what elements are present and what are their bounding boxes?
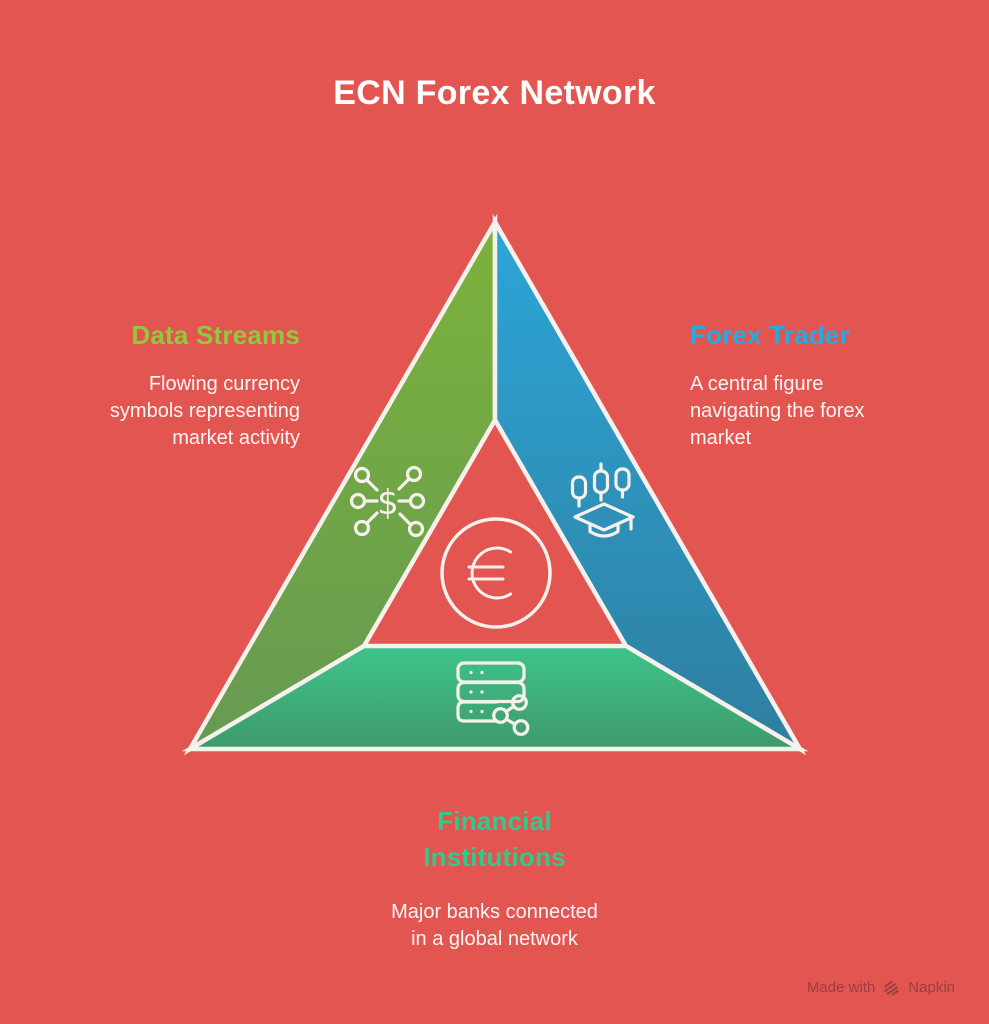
- data-streams-label: Data Streams: [131, 320, 300, 350]
- napkin-brand-text: Napkin: [908, 979, 955, 996]
- forex-trader-label: Forex Trader: [690, 320, 850, 350]
- made-with-napkin-watermark: Made with Napkin: [807, 979, 955, 996]
- section-forex-trader: Forex Trader A central figure navigating…: [690, 320, 952, 452]
- candlestick-graduation-cap-icon: [570, 462, 635, 538]
- section-data-streams: Data Streams Flowing currency symbols re…: [50, 320, 300, 452]
- forex-trader-description: A central figure navigating the forex ma…: [690, 373, 865, 449]
- euro-currency-circle-icon: [440, 517, 552, 629]
- dollar-network-icon: $: [349, 465, 426, 538]
- financial-institutions-label: Financial Institutions: [423, 806, 566, 872]
- server-network-icon: [456, 661, 530, 736]
- financial-institutions-description: Major banks connected in a global networ…: [391, 901, 598, 950]
- section-financial-institutions: Financial Institutions Major banks conne…: [0, 803, 989, 953]
- made-with-text: Made with: [806, 979, 876, 996]
- dollar-sign: $: [377, 483, 399, 523]
- page-title: ECN Forex Network: [333, 74, 656, 112]
- euro-symbol: [467, 546, 513, 600]
- financial-institutions-band: [181, 643, 809, 752]
- napkin-logo-icon: [884, 980, 900, 996]
- data-streams-description: Flowing currency symbols representing ma…: [109, 373, 300, 449]
